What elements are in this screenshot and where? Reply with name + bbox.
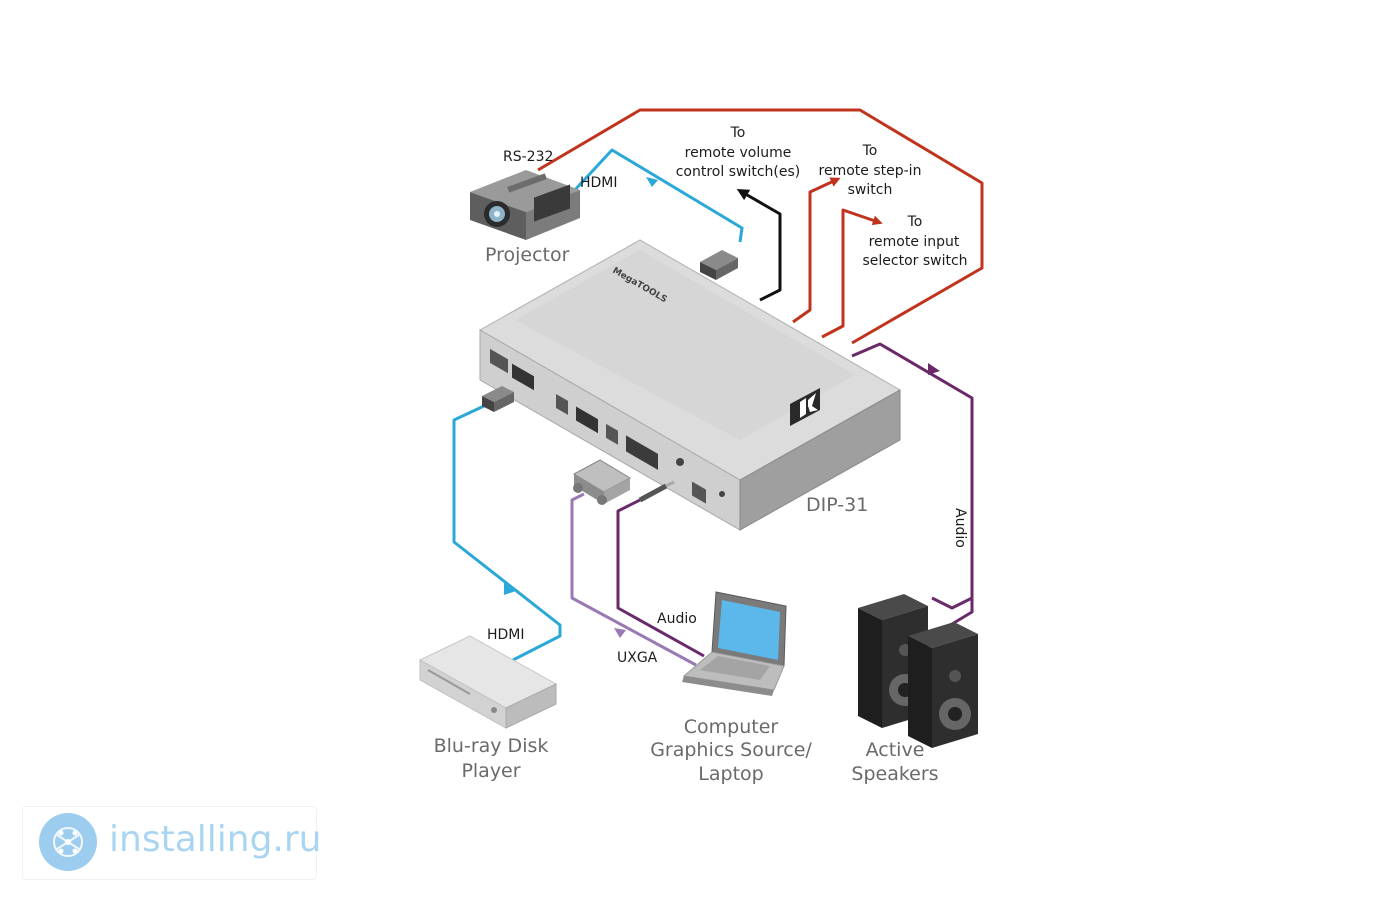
cable-audio-speakers: [851, 342, 974, 610]
rs232-label: RS-232: [503, 149, 553, 165]
watermark-text: installing.ru: [109, 819, 322, 860]
selector-label-1: To: [907, 214, 923, 230]
projector-label: Projector: [485, 244, 570, 266]
volume-label-1: To: [730, 125, 746, 141]
cable-uxga: [570, 492, 697, 667]
computer-label-2: Graphics Source/: [650, 739, 812, 761]
cable-volume-control: [736, 188, 782, 302]
stepin-label-3: switch: [848, 182, 893, 198]
hdmi-arrow-icon: [646, 177, 658, 187]
hdmi-projector-label: HDMI: [580, 175, 618, 191]
dip31-box: [478, 239, 902, 531]
selector-label-2: remote input: [869, 234, 960, 250]
computer-label-3: Laptop: [698, 763, 763, 785]
cable-hdmi-projector: [558, 148, 744, 243]
dip31-label: DIP-31: [806, 494, 868, 516]
speakers-icon: [858, 594, 978, 748]
watermark-logo-icon: [39, 813, 97, 871]
speakers-label-1: Active: [866, 739, 925, 761]
audio-plug-icon: [638, 480, 675, 503]
bluray-label-1: Blu-ray Disk: [434, 735, 549, 757]
cable-input-selector: [821, 208, 883, 339]
vga-connector-icon: [572, 459, 632, 505]
stepin-label-1: To: [862, 143, 878, 159]
hdmi-plug-bluray-icon: [482, 386, 514, 412]
volume-label-3: control switch(es): [676, 164, 801, 180]
projector-icon: [470, 170, 580, 240]
laptop-icon: [682, 591, 787, 696]
bluray-label-2: Player: [461, 760, 520, 782]
volume-label-2: remote volume: [685, 145, 792, 161]
selector-label-3: selector switch: [862, 253, 967, 269]
uxga-label: UXGA: [617, 650, 658, 666]
cable-rs232: [537, 108, 984, 345]
audio-speakers-label: Audio: [952, 508, 968, 548]
cable-audio-speakers-2: [951, 598, 974, 626]
speakers-label-2: Speakers: [851, 763, 938, 785]
watermark: installing.ru: [22, 806, 321, 880]
cable-audio-laptop: [616, 498, 705, 658]
stepin-label-2: remote step-in: [819, 163, 922, 179]
bluray-player-icon: [418, 635, 558, 729]
audio-laptop-label: Audio: [657, 611, 697, 627]
cable-hdmi-bluray: [452, 404, 562, 662]
computer-label-1: Computer: [684, 716, 779, 738]
hdmi-connector-icon: [700, 250, 738, 280]
cable-step-in: [792, 177, 841, 324]
hdmi-bluray-label: HDMI: [487, 627, 525, 643]
